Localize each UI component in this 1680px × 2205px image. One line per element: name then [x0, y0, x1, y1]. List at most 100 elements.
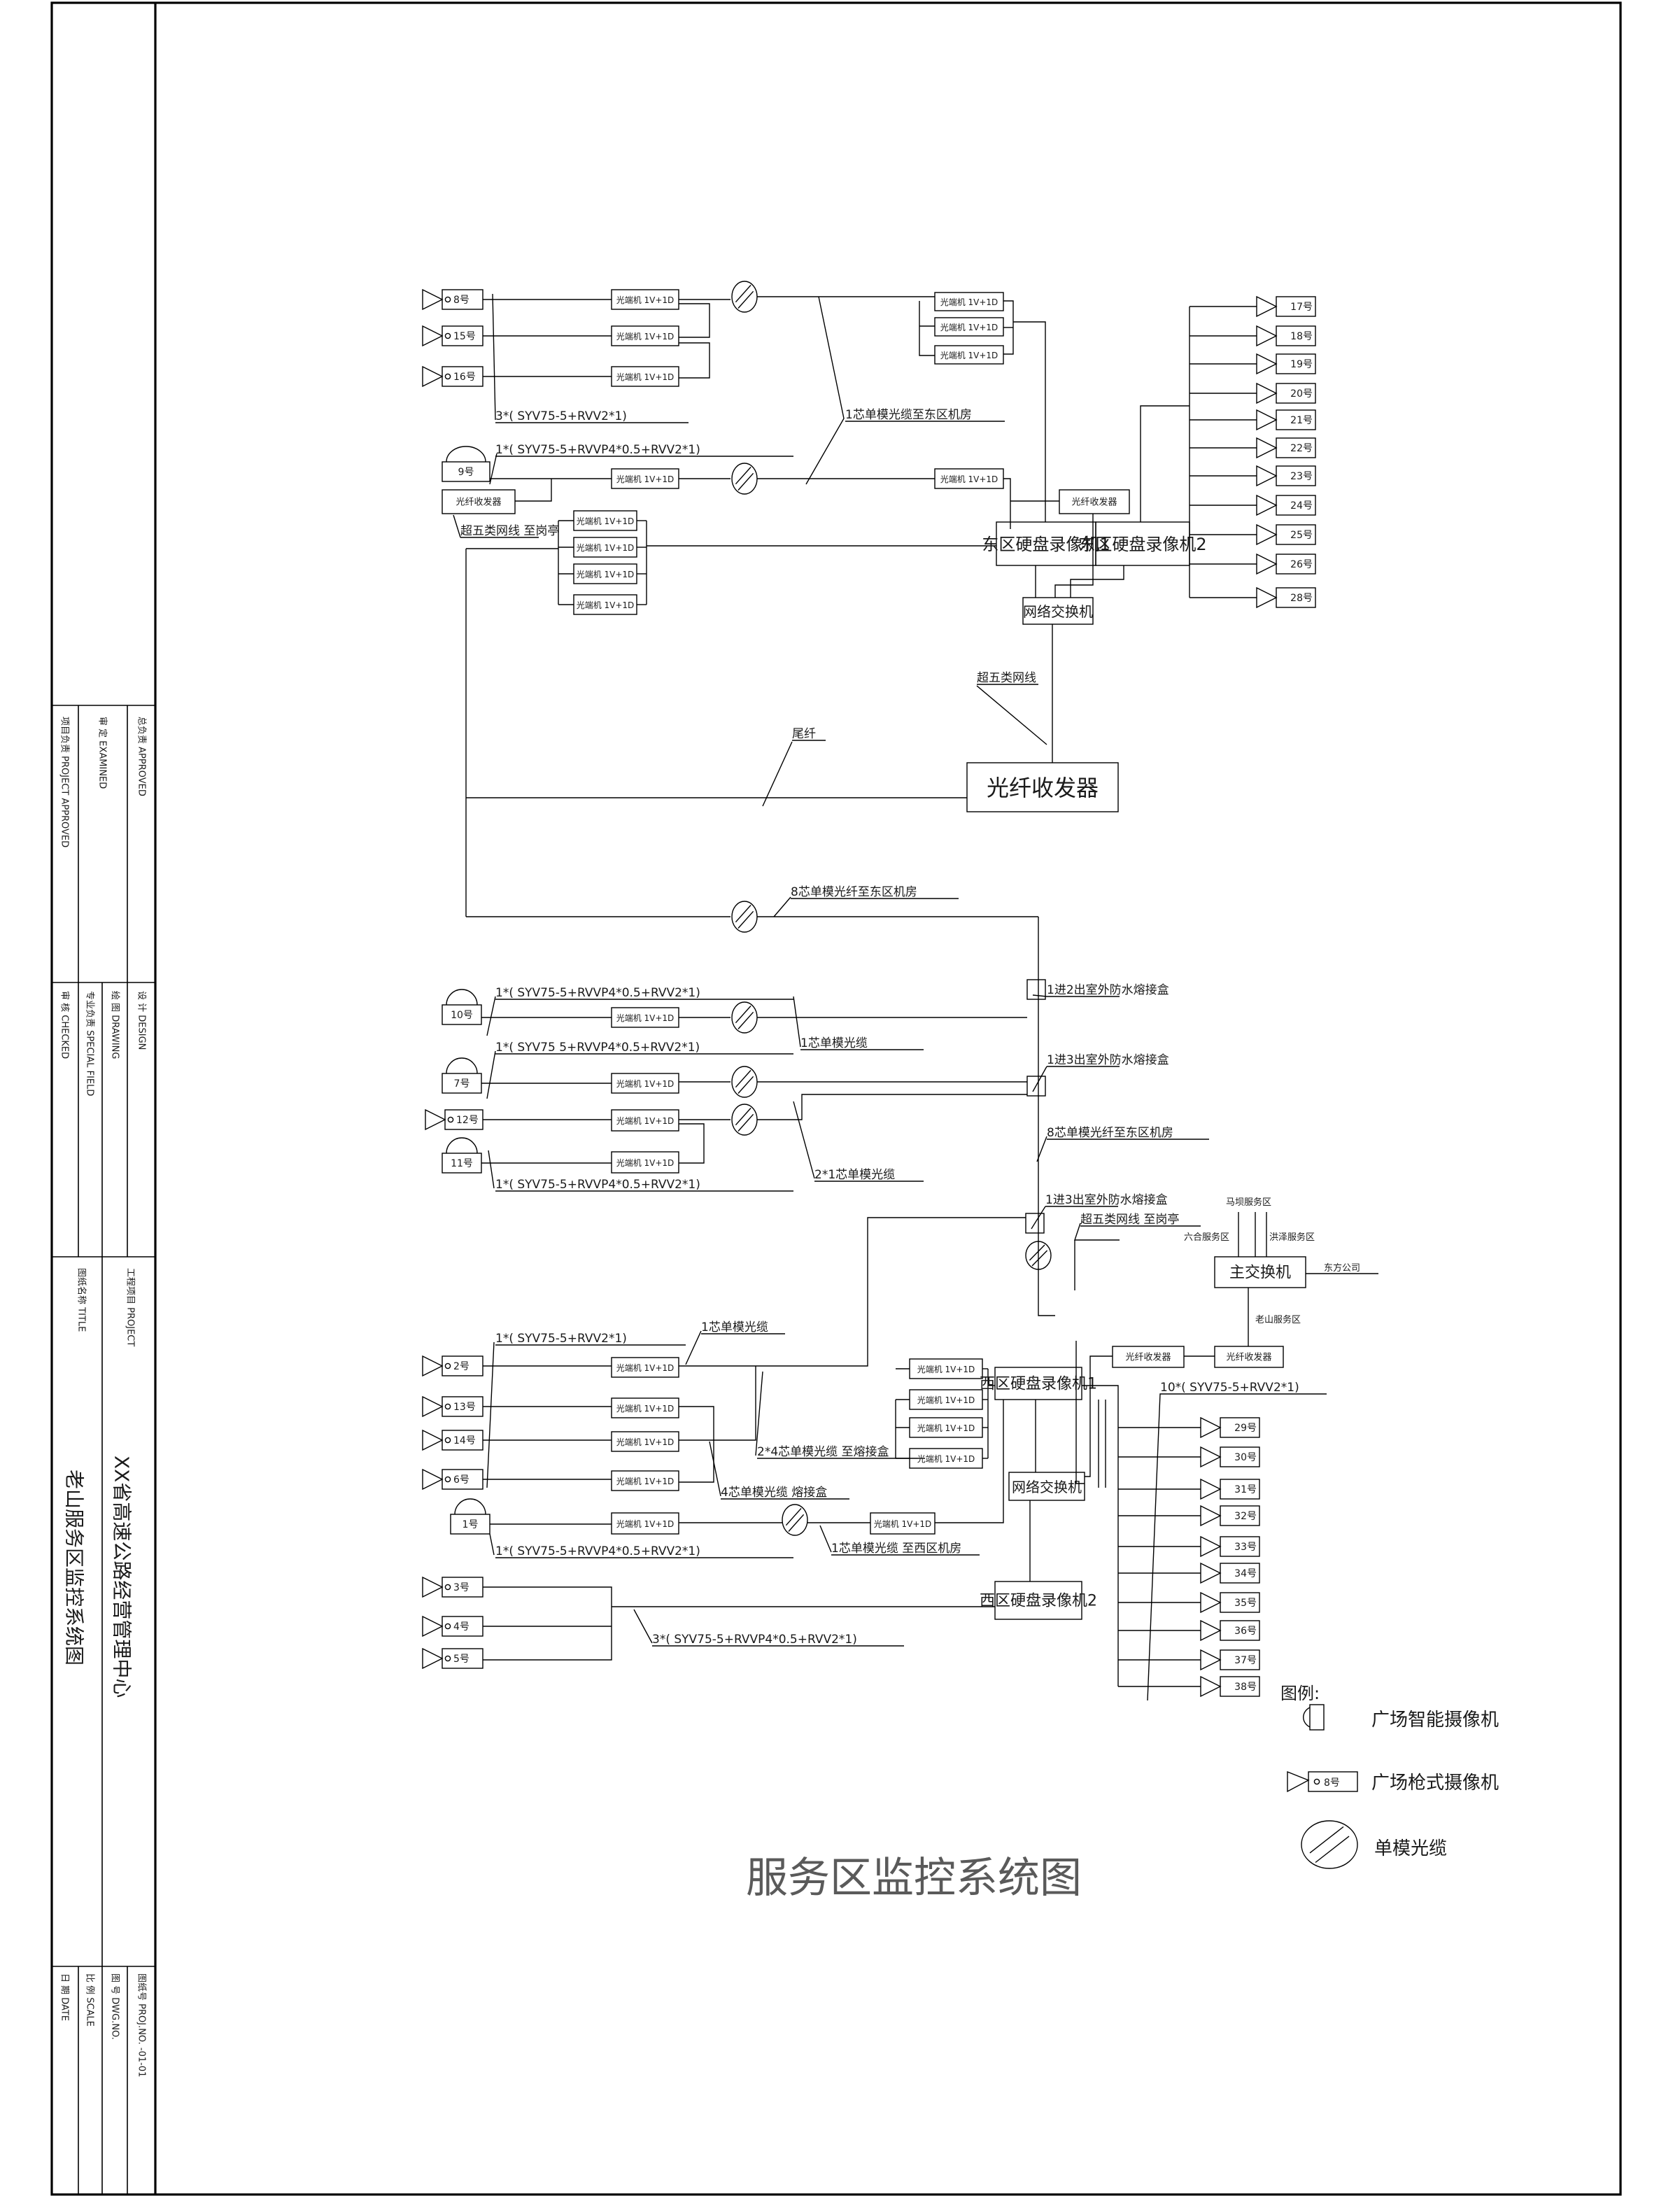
checked-label: 审 核 CHECKED	[59, 991, 70, 1059]
optical-transceiver: 光端机 1V+1D	[870, 1512, 936, 1535]
optical-transceiver: 光端机 1V+1D	[611, 1357, 679, 1378]
gun-camera-icon	[1200, 1562, 1222, 1584]
gun-camera-icon	[1256, 409, 1278, 431]
fiber-media-converter: 光纤收发器	[1059, 489, 1130, 514]
optical-transceiver: 光端机 1V+1D	[573, 594, 637, 615]
gun-camera-icon	[1256, 494, 1278, 516]
fiber-slash-icon	[1031, 1250, 1048, 1267]
fiber-cable-symbol	[731, 1001, 758, 1034]
gun-camera-icon	[422, 1429, 444, 1451]
pigtail-label: 尾纤	[792, 727, 816, 741]
leader-line	[489, 1533, 495, 1556]
leader-line	[1031, 1206, 1046, 1230]
camera-id-label: 20号	[1290, 388, 1313, 400]
gun-camera-icon	[1256, 295, 1278, 318]
gun-camera: 19号	[1256, 353, 1316, 375]
optical-transceiver: 光端机 1V+1D	[611, 1007, 679, 1028]
bracket-line	[679, 1123, 705, 1164]
fiber-cable-symbol	[782, 1504, 808, 1536]
west-dvr-1: 西区硬盘录像机1	[980, 1367, 1097, 1400]
gun-camera-icon	[1200, 1416, 1222, 1439]
optical-transceiver-label: 光端机 1V+1D	[616, 1404, 675, 1414]
camera-id-label: 12号	[456, 1115, 479, 1126]
camera-id-label: 33号	[1234, 1542, 1257, 1553]
fiber-slash-icon	[735, 1108, 751, 1126]
link-line	[1082, 1385, 1119, 1686]
optical-transceiver-box	[611, 366, 679, 387]
network-switch-label: 网络交换机	[1012, 1479, 1082, 1495]
optical-transceiver-label: 光端机 1V+1D	[616, 332, 675, 341]
optical-transceiver-label: 光端机 1V+1D	[616, 1013, 675, 1023]
gun-camera: 28号	[1256, 586, 1316, 609]
optical-transceiver-box	[611, 1073, 679, 1094]
link-line	[1003, 478, 1011, 529]
main-switch-label: 主交换机	[1229, 1264, 1291, 1282]
optical-transceiver: 光端机 1V+1D	[611, 1151, 679, 1174]
leader-line	[709, 1441, 721, 1497]
fiber-cable-symbol	[731, 1104, 758, 1136]
leader-line	[1147, 1393, 1327, 1701]
camera-id-label: 4号	[453, 1621, 470, 1633]
optical-transceiver-label: 光端机 1V+1D	[940, 351, 998, 360]
main-switch: 主交换机	[1214, 1256, 1306, 1288]
fiber-slash-icon	[788, 1514, 805, 1532]
coax-line	[483, 1586, 612, 1661]
legend-gun-camera-icon: 8号	[1287, 1770, 1358, 1793]
camera-id-label: 15号	[453, 331, 476, 342]
network-switch-label: 网络交换机	[1023, 603, 1093, 620]
bracket-line	[679, 1406, 714, 1483]
gun-camera-icon	[1256, 465, 1278, 487]
site-label: 老山服务区	[1255, 1314, 1301, 1325]
dome-camera: 10号	[442, 989, 482, 1025]
camera-id-box	[1276, 325, 1316, 346]
site-label: 洪泽服务区	[1269, 1232, 1315, 1243]
leader-line	[755, 1371, 763, 1456]
gun-camera: 12号	[425, 1108, 483, 1131]
west-dvr-2-box	[994, 1581, 1082, 1620]
fiber-label: 2*4芯单模光缆 至熔接盒	[757, 1445, 889, 1459]
fiber-route-label: 1芯单模光缆 至西区机房	[831, 1542, 961, 1556]
camera-id-label: 24号	[1290, 500, 1313, 512]
fiber-route-label: 8芯单模光纤至东区机房	[1047, 1126, 1173, 1140]
gun-camera: 3号	[422, 1576, 483, 1598]
optical-transceiver-box	[611, 1357, 679, 1378]
legend-dome-label: 广场智能摄像机	[1371, 1710, 1499, 1731]
lens-icon	[447, 1116, 454, 1123]
lens-icon	[444, 1623, 451, 1630]
drawing-number: 图 号 DWG.NO.	[110, 1973, 120, 2040]
optical-transceiver-label: 光端机 1V+1D	[616, 1477, 675, 1486]
optical-transceiver-label: 光端机 1V+1D	[616, 1079, 675, 1089]
cat5-route-label: 超五类网线 至岗亭	[1080, 1213, 1179, 1227]
leader-line	[976, 685, 1047, 745]
camera-id-box	[1220, 1479, 1260, 1500]
optical-transceiver: 光端机 1V+1D	[909, 1358, 983, 1379]
optical-transceiver: 光端机 1V+1D	[934, 468, 1004, 489]
camera-id-label: 23号	[1290, 471, 1313, 482]
fiber-circle-icon	[1301, 1820, 1358, 1869]
main-switch-box	[1214, 1256, 1306, 1288]
leader-line	[773, 896, 791, 917]
camera-id-label: 2号	[453, 1361, 470, 1372]
fiber-slash-icon	[785, 1508, 802, 1526]
date-label: 日 期 DATE	[59, 1973, 70, 2021]
optical-transceiver-label: 光端机 1V+1D	[577, 543, 635, 553]
fiber-media-converter: 光纤收发器	[442, 489, 516, 514]
fiber-line	[679, 1217, 1026, 1367]
optical-transceiver: 光端机 1V+1D	[909, 1448, 983, 1469]
cat5-route-label: 超五类网线 至岗亭	[460, 524, 559, 538]
gun-camera-icon	[422, 1647, 444, 1670]
west-dvr-2-label: 西区硬盘录像机2	[980, 1593, 1097, 1610]
fiber-media-converter-box	[442, 489, 516, 514]
fiber-slash-icon	[737, 1011, 754, 1029]
optical-transceiver-label: 光端机 1V+1D	[577, 600, 635, 610]
fiber-line	[1038, 917, 1055, 1316]
lens-icon	[444, 332, 451, 339]
gun-camera: 30号	[1200, 1446, 1260, 1468]
cable-spec-label: 3*( SYV75-5+RVV2*1)	[495, 409, 627, 423]
dome-camera-icon	[446, 1057, 478, 1074]
camera-id-label: 5号	[453, 1654, 470, 1665]
cat5-label: 超五类网线	[977, 671, 1036, 685]
fiber-circle-icon	[731, 281, 758, 313]
optical-transceiver-box	[611, 1431, 679, 1452]
diagram-title: 服务区监控系统图	[746, 1854, 1082, 1903]
